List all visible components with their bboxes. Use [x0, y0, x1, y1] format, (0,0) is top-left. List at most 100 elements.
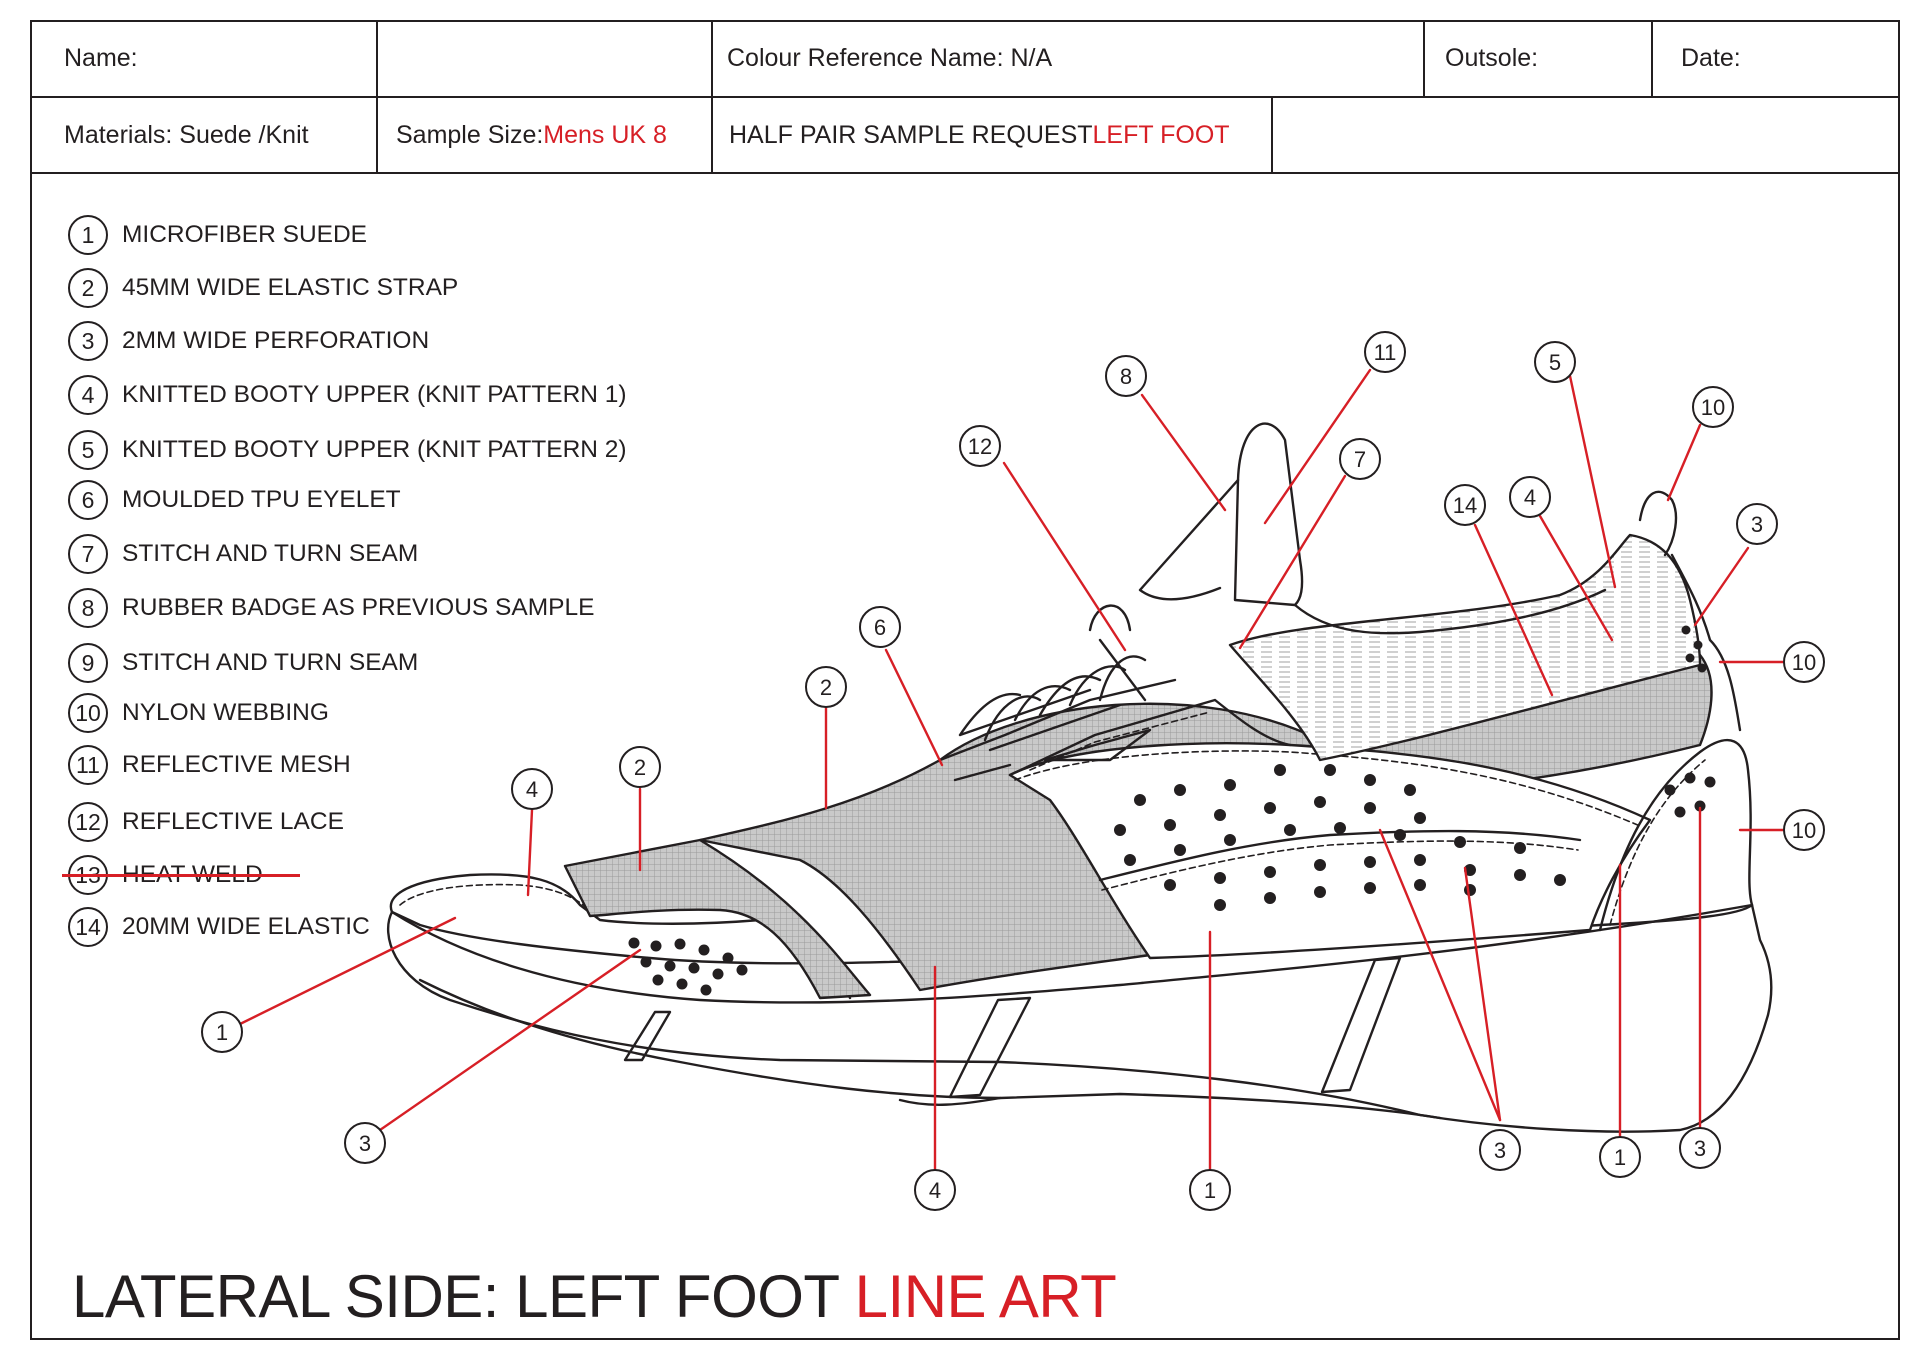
- callout-number: 3: [1694, 1136, 1706, 1161]
- blank-cell: [1273, 98, 1900, 174]
- perforation-dot: [1693, 640, 1703, 650]
- eyelet-panel: [1008, 698, 1292, 777]
- callout-number: 3: [1494, 1138, 1506, 1163]
- perforation-dot: [1694, 800, 1706, 812]
- callout-circle: [201, 1011, 243, 1053]
- legend-number: 2: [68, 268, 108, 308]
- perforation-dot: [1214, 899, 1226, 911]
- elastic-strap-main: [698, 653, 1713, 992]
- callout-circle: [1364, 331, 1406, 373]
- leader-line: [236, 916, 457, 1027]
- perforation-dot: [676, 978, 688, 990]
- legend-number: 3: [68, 321, 108, 361]
- legend-label: 2MM WIDE PERFORATION: [122, 327, 430, 354]
- perforation-dot: [1264, 892, 1276, 904]
- sample-size-label: Sample Size:: [396, 120, 544, 149]
- perforation-dot: [1697, 663, 1707, 673]
- perforation-dot: [664, 960, 676, 972]
- legend-number: 1: [68, 215, 108, 255]
- perforation-dot: [1364, 774, 1376, 786]
- outsole-line: [418, 978, 1442, 1120]
- name-cell: Name:: [30, 20, 378, 98]
- legend-label: STITCH AND TURN SEAM: [122, 649, 419, 676]
- perforation-dot: [1685, 653, 1695, 663]
- leader-line: [1263, 368, 1372, 525]
- callout-circle: [1444, 484, 1486, 526]
- perforations: [628, 625, 1716, 996]
- perforation-dot: [1364, 802, 1376, 814]
- toe-cap-stitch: [399, 883, 596, 916]
- request-cell: HALF PAIR SAMPLE REQUEST LEFT FOOT: [713, 98, 1273, 174]
- callout-number: 1: [216, 1020, 228, 1045]
- callout-number: 4: [929, 1178, 941, 1203]
- callout-circle: [959, 425, 1001, 467]
- legend-item: 3 2MM WIDE PERFORATION: [68, 318, 429, 364]
- header-table: Name: Colour Reference Name: N/A Outsole…: [30, 20, 1900, 174]
- strikethrough-line: [62, 874, 300, 877]
- legend-label: REFLECTIVE LACE: [122, 808, 344, 835]
- perforation-dot: [1414, 854, 1426, 866]
- legend-item: 2 45MM WIDE ELASTIC STRAP: [68, 265, 458, 311]
- legend-label: MOULDED TPU EYELET: [122, 486, 401, 513]
- legend-number: 11: [68, 745, 108, 785]
- perforation-dot: [1214, 872, 1226, 884]
- callout-number: 11: [1374, 340, 1397, 365]
- callout-number: 6: [874, 615, 886, 640]
- perforation-dot: [1674, 806, 1686, 818]
- perforation-dot: [1264, 802, 1276, 814]
- callout-circle: [344, 1122, 386, 1164]
- callout-number: 10: [1792, 818, 1816, 843]
- legend-label: NYLON WEBBING: [122, 699, 329, 726]
- perforation-dot: [650, 940, 662, 952]
- sample-size-value: Mens UK 8: [543, 120, 667, 149]
- perforation-dot: [688, 962, 700, 974]
- perforation-dot: [1174, 784, 1186, 796]
- materials-cell: Materials: Suede /Knit: [30, 98, 378, 174]
- perforation-dot: [1514, 869, 1526, 881]
- callout-circle: [511, 768, 553, 810]
- perforation-dot: [1134, 794, 1146, 806]
- footer-title: LATERAL SIDE: LEFT FOOT LINE ART: [72, 1262, 1117, 1331]
- panel-seam-stitch: [1101, 840, 1579, 891]
- callout-numbers: 1 3 4 2 2 6 12 8 11 7 14 4 5 10 3 10 10 …: [216, 340, 1816, 1203]
- callout-circle: [1105, 355, 1147, 397]
- legend-label: REFLECTIVE MESH: [122, 751, 351, 778]
- perforation-dot: [1684, 772, 1696, 784]
- callout-number: 10: [1701, 395, 1725, 420]
- eyelet-lacing-lines: [938, 678, 1177, 782]
- perforation-dot: [1174, 844, 1186, 856]
- outsole-line-2: [898, 1096, 1002, 1106]
- callout-number: 3: [359, 1131, 371, 1156]
- perforation-dot: [1314, 859, 1326, 871]
- leader-lines: [236, 368, 1788, 1172]
- leader-line: [1378, 828, 1502, 1122]
- legend-number: 5: [68, 430, 108, 470]
- callout-number: 4: [526, 777, 538, 802]
- legend-label: KNITTED BOOTY UPPER (KNIT PATTERN 2): [122, 436, 627, 463]
- perforation-dot: [698, 944, 710, 956]
- perforation-dot: [1394, 829, 1406, 841]
- legend-label: 45MM WIDE ELASTIC STRAP: [122, 274, 459, 301]
- callout-circle: [619, 746, 661, 788]
- leader-line: [378, 948, 642, 1132]
- leader-line: [1693, 546, 1750, 627]
- callout-number: 8: [1120, 364, 1132, 389]
- perforation-dot: [1414, 812, 1426, 824]
- perforation-dot: [1164, 819, 1176, 831]
- lace: [958, 655, 1147, 752]
- callout-number: 2: [634, 755, 646, 780]
- perforation-dot: [1681, 625, 1691, 635]
- spec-sheet-frame: [30, 20, 1900, 1340]
- perforation-dot: [1124, 854, 1136, 866]
- callout-circle: [1783, 809, 1825, 851]
- callout-number: 10: [1792, 650, 1816, 675]
- tongue-top: [1138, 478, 1240, 601]
- perforation-dot: [1114, 824, 1126, 836]
- leader-line: [526, 808, 534, 897]
- tongue: [1233, 422, 1304, 607]
- callout-number: 3: [1751, 512, 1763, 537]
